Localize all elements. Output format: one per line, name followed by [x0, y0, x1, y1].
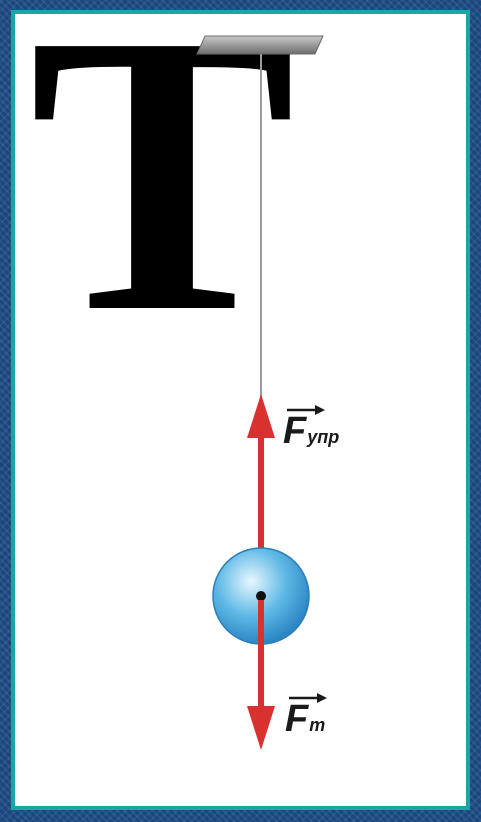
gravity-force-symbol: F [285, 698, 309, 740]
elastic-force-label: Fупр [283, 410, 339, 453]
elastic-force-symbol: F [283, 410, 307, 452]
pendulum-diagram [196, 35, 327, 750]
gravity-force-arrowhead [247, 706, 275, 750]
ball-center [256, 591, 266, 601]
gravity-force-subscript: т [309, 715, 326, 735]
gravity-force-label: Fт [285, 698, 325, 741]
big-letter: Т [29, 14, 296, 395]
slide-frame: Т [11, 10, 470, 810]
elastic-vector-bar-head [315, 405, 325, 415]
gravity-vector-bar-head [317, 693, 327, 703]
elastic-force-arrowhead [247, 394, 275, 438]
slide-canvas: Т [15, 14, 466, 806]
elastic-force-subscript: упр [307, 427, 340, 447]
support-plate [196, 35, 324, 55]
